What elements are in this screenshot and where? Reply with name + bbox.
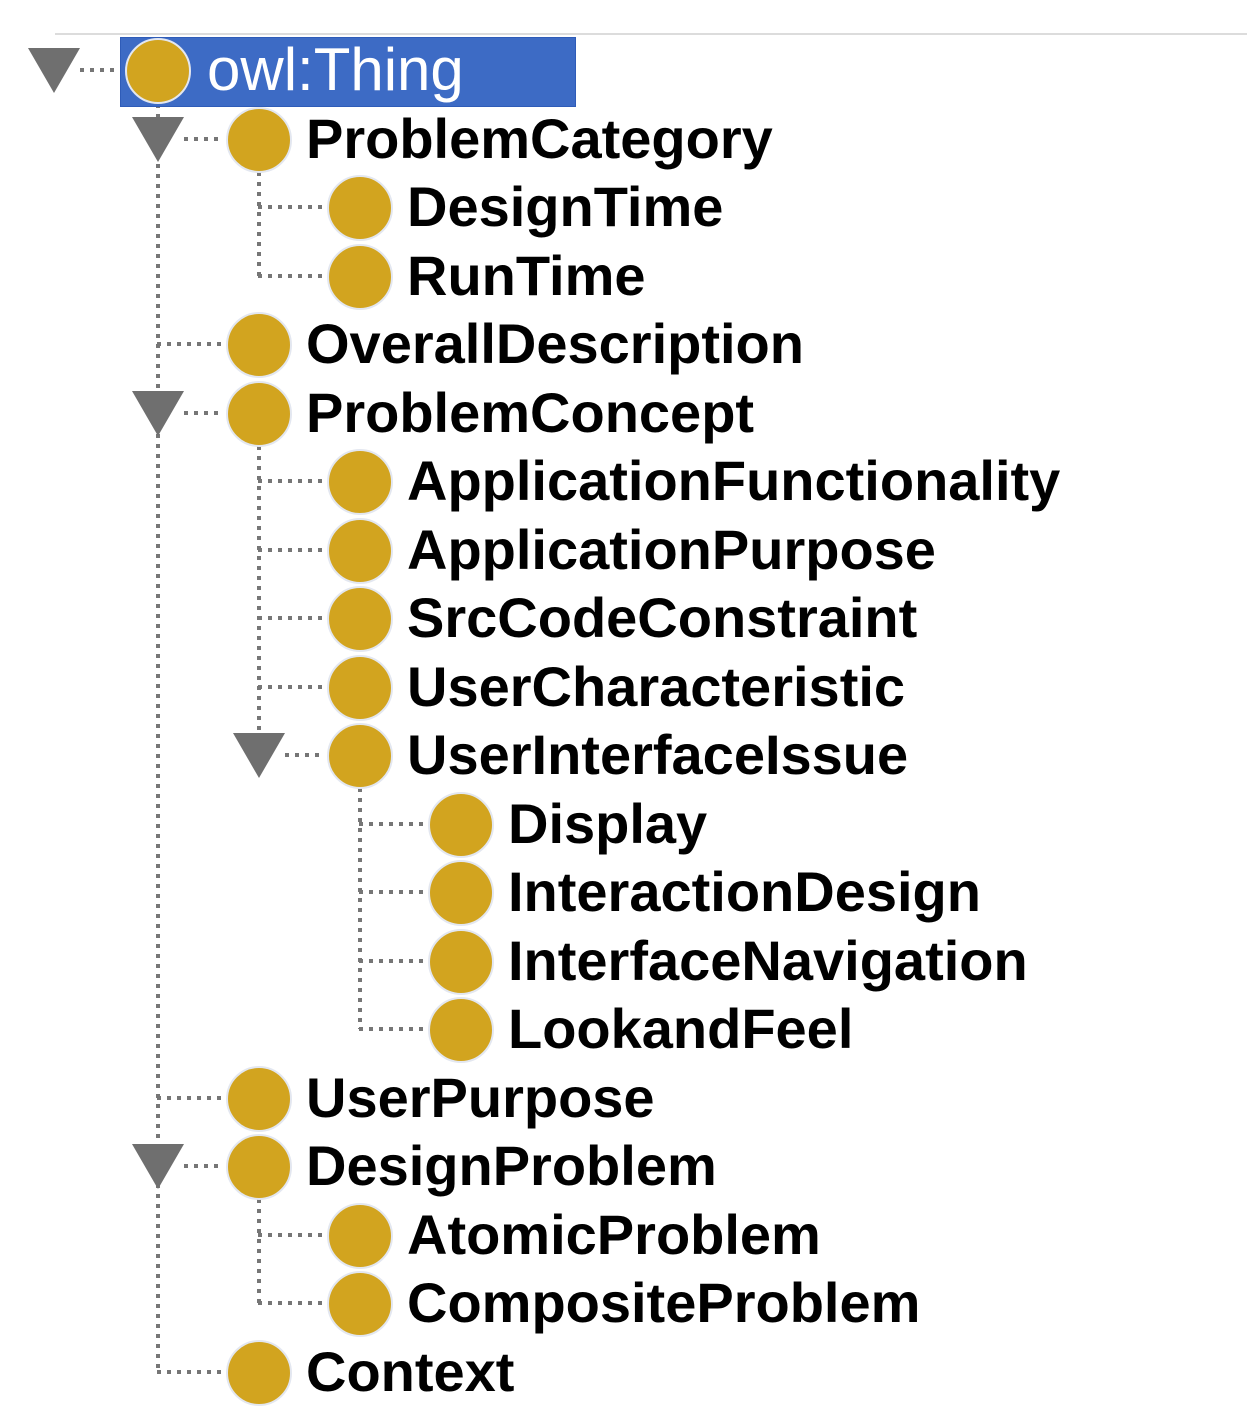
tree-connector (184, 1164, 224, 1168)
guide-line-design-problem (257, 1199, 261, 1303)
node-label[interactable]: ProblemConcept (306, 381, 755, 444)
class-icon (428, 997, 494, 1063)
collapse-toggle-icon[interactable] (28, 48, 80, 93)
tree-node-atomic-problem[interactable]: AtomicProblem (0, 1201, 1247, 1269)
collapse-toggle-icon[interactable] (233, 733, 285, 778)
node-label[interactable]: ApplicationFunctionality (407, 449, 1061, 512)
tree-connector (258, 548, 324, 552)
class-icon (327, 655, 393, 721)
class-icon (428, 929, 494, 995)
tree-node-src-code-constraint[interactable]: SrcCodeConstraint (0, 584, 1247, 652)
tree-connector (258, 616, 324, 620)
class-icon (125, 38, 191, 104)
node-label[interactable]: ApplicationPurpose (407, 518, 936, 581)
tree-connector (285, 753, 325, 757)
guide-line-user-interface-issue (358, 788, 362, 1029)
node-label[interactable]: UserInterfaceIssue (407, 723, 909, 786)
class-icon (428, 860, 494, 926)
tree-connector (258, 685, 324, 689)
tree-connector (258, 1233, 324, 1237)
tree-node-user-characteristic[interactable]: UserCharacteristic (0, 653, 1247, 721)
node-label[interactable]: InteractionDesign (508, 860, 981, 923)
node-label[interactable]: SrcCodeConstraint (407, 586, 918, 649)
class-icon (428, 792, 494, 858)
node-label[interactable]: CompositeProblem (407, 1271, 921, 1334)
node-label[interactable]: LookandFeel (508, 997, 854, 1060)
tree-connector (184, 411, 224, 415)
tree-connector (80, 68, 120, 72)
class-icon (327, 1271, 393, 1337)
class-icon (226, 381, 292, 447)
tree-connector (157, 1370, 223, 1374)
tree-node-user-purpose[interactable]: UserPurpose (0, 1064, 1247, 1132)
top-separator (55, 33, 1247, 35)
tree-node-lookandfeel[interactable]: LookandFeel (0, 995, 1247, 1063)
node-label[interactable]: Display (508, 792, 708, 855)
tree-connector (157, 342, 223, 346)
guide-line-problem-concept (257, 446, 261, 755)
class-icon (226, 107, 292, 173)
collapse-toggle-icon[interactable] (132, 391, 184, 436)
tree-connector (258, 274, 324, 278)
node-label[interactable]: owl:Thing (207, 36, 464, 103)
class-icon (327, 586, 393, 652)
tree-node-problem-concept[interactable]: ProblemConcept (0, 379, 1247, 447)
tree-connector (258, 1301, 324, 1305)
node-label[interactable]: DesignTime (407, 175, 724, 238)
class-icon (327, 1203, 393, 1269)
class-icon (327, 449, 393, 515)
tree-connector (258, 479, 324, 483)
class-icon (327, 723, 393, 789)
node-label[interactable]: AtomicProblem (407, 1203, 821, 1266)
node-label[interactable]: ProblemCategory (306, 107, 773, 170)
tree-connector (359, 959, 425, 963)
tree-connector (258, 205, 324, 209)
class-icon (226, 1066, 292, 1132)
class-icon (226, 1340, 292, 1406)
guide-line-owl-thing (156, 104, 160, 1372)
tree-connector (359, 1027, 425, 1031)
tree-connector (157, 1096, 223, 1100)
tree-node-interaction-design[interactable]: InteractionDesign (0, 858, 1247, 926)
tree-node-display[interactable]: Display (0, 790, 1247, 858)
tree-node-context[interactable]: Context (0, 1338, 1247, 1406)
class-icon (226, 312, 292, 378)
tree-node-application-purpose[interactable]: ApplicationPurpose (0, 516, 1247, 584)
node-label[interactable]: UserPurpose (306, 1066, 655, 1129)
tree-node-overall-description[interactable]: OverallDescription (0, 310, 1247, 378)
tree-node-user-interface-issue[interactable]: UserInterfaceIssue (0, 721, 1247, 789)
tree-connector (184, 137, 224, 141)
collapse-toggle-icon[interactable] (132, 117, 184, 162)
class-icon (327, 244, 393, 310)
tree-node-design-time[interactable]: DesignTime (0, 173, 1247, 241)
selection-highlight (120, 37, 576, 107)
tree-node-interface-navigation[interactable]: InterfaceNavigation (0, 927, 1247, 995)
tree-connector (359, 822, 425, 826)
guide-line-problem-category (257, 172, 261, 276)
node-label[interactable]: RunTime (407, 244, 646, 307)
node-label[interactable]: UserCharacteristic (407, 655, 906, 718)
class-icon (327, 175, 393, 241)
node-label[interactable]: OverallDescription (306, 312, 804, 375)
tree-node-problem-category[interactable]: ProblemCategory (0, 105, 1247, 173)
class-icon (327, 518, 393, 584)
tree-node-design-problem[interactable]: DesignProblem (0, 1132, 1247, 1200)
node-label[interactable]: InterfaceNavigation (508, 929, 1028, 992)
tree-connector (359, 890, 425, 894)
collapse-toggle-icon[interactable] (132, 1144, 184, 1189)
node-label[interactable]: Context (306, 1340, 515, 1403)
tree-node-owl-thing[interactable]: owl:Thing (0, 36, 1247, 107)
tree-node-composite-problem[interactable]: CompositeProblem (0, 1269, 1247, 1337)
tree-node-run-time[interactable]: RunTime (0, 242, 1247, 310)
node-label[interactable]: DesignProblem (306, 1134, 717, 1197)
class-icon (226, 1134, 292, 1200)
tree-node-application-functionality[interactable]: ApplicationFunctionality (0, 447, 1247, 515)
